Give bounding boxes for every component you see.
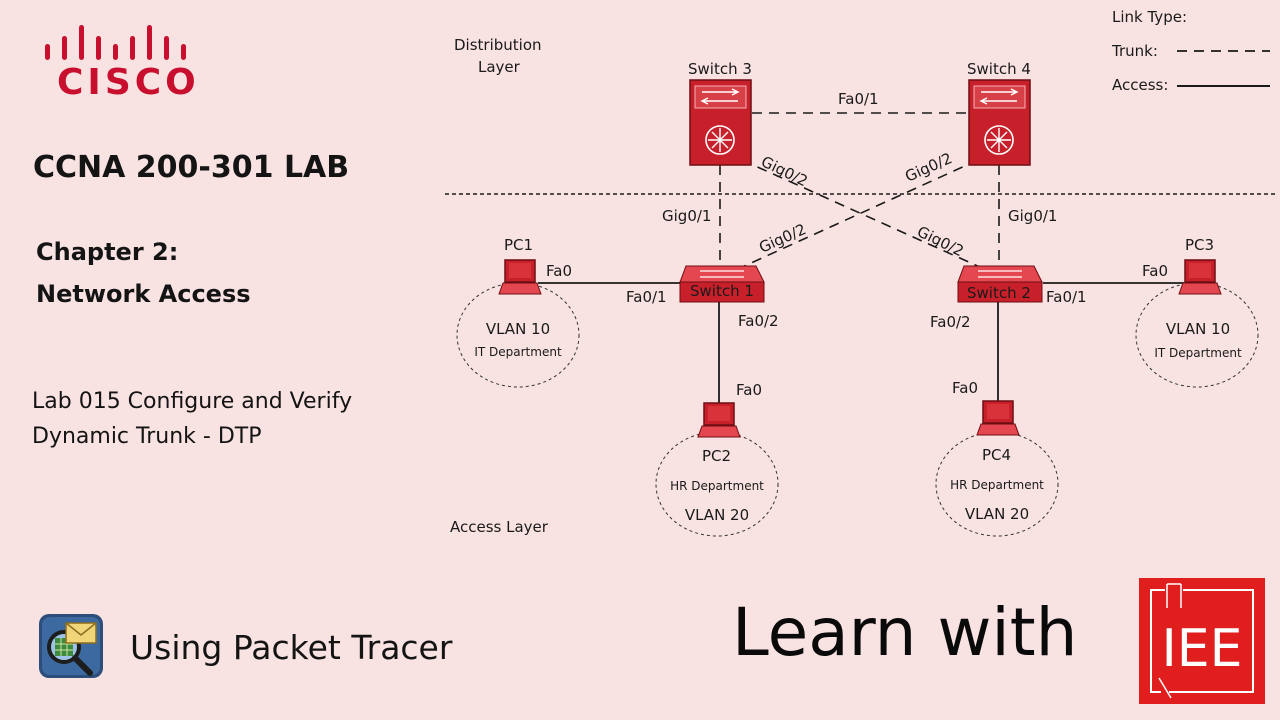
port-label-pc1: Fa0 — [546, 262, 572, 280]
pc2-department: HR Department — [670, 479, 764, 493]
trunk-link-s3-s2 — [741, 159, 983, 269]
distribution-layer-label-2: Layer — [478, 58, 521, 76]
port-label-s3-s1: Gig0/1 — [662, 207, 711, 225]
switch1-label: Switch 1 — [690, 282, 754, 300]
pc3-icon[interactable] — [1178, 259, 1222, 295]
learn-with-text: Learn with — [732, 594, 1078, 671]
port-label-s1-pc1: Fa0/1 — [626, 288, 667, 306]
port-label-s1-upper: Gig0/2 — [756, 220, 808, 257]
pc4-label: PC4 — [982, 446, 1011, 464]
port-label-s3-s4: Fa0/1 — [838, 90, 879, 108]
legend-access-label: Access: — [1112, 76, 1168, 94]
pc2-icon[interactable] — [697, 402, 741, 438]
chapter-name: Network Access — [36, 280, 251, 308]
pc4-icon[interactable] — [976, 400, 1020, 436]
switch1-icon[interactable] — [679, 265, 765, 303]
port-label-s1-pc2: Fa0/2 — [738, 312, 779, 330]
iee-logo: IEE — [1139, 578, 1265, 704]
port-label-s2-pc4: Fa0/2 — [930, 313, 971, 331]
lab-name-line2: Dynamic Trunk - DTP — [32, 424, 262, 449]
trunk-link-s4-s1 — [739, 159, 979, 269]
access-layer-label: Access Layer — [450, 518, 549, 536]
port-label-s3-s2: Gig0/2 — [758, 152, 810, 190]
distribution-layer-label: Distribution — [454, 36, 542, 54]
cisco-logo-text: CISCO — [57, 62, 200, 103]
switch2-icon[interactable] — [957, 265, 1043, 303]
pc4-department: HR Department — [950, 478, 1044, 492]
switch4-icon[interactable] — [968, 79, 1031, 166]
legend-title: Link Type: — [1112, 8, 1187, 26]
pc3-department: IT Department — [1154, 346, 1242, 360]
pc1-department: IT Department — [474, 345, 562, 359]
pc1-icon[interactable] — [498, 259, 542, 295]
packet-tracer-label: Using Packet Tracer — [130, 628, 453, 667]
cisco-bars-icon — [45, 25, 186, 60]
iee-logo-icon: IEE — [1150, 582, 1254, 699]
port-label-pc4: Fa0 — [952, 379, 978, 397]
port-label-pc2: Fa0 — [736, 381, 762, 399]
pc1-label: PC1 — [504, 236, 533, 254]
lab-name-line1: Lab 015 Configure and Verify — [32, 389, 353, 414]
pc3-label: PC3 — [1185, 236, 1214, 254]
switch2-label: Switch 2 — [967, 284, 1031, 302]
port-label-s4-s1: Gig0/2 — [902, 149, 954, 186]
lab-title: CCNA 200-301 LAB — [33, 150, 350, 185]
port-label-s2-pc3: Fa0/1 — [1046, 288, 1087, 306]
switch3-label: Switch 3 — [688, 60, 752, 78]
switch3-icon[interactable] — [689, 79, 752, 166]
legend-trunk-label: Trunk: — [1111, 42, 1158, 60]
pc3-vlan: VLAN 10 — [1166, 320, 1230, 338]
port-label-pc3: Fa0 — [1142, 262, 1168, 280]
pc1-vlan: VLAN 10 — [486, 320, 550, 338]
port-label-s2-upper: Gig0/2 — [914, 222, 966, 260]
port-label-s4-s2: Gig0/1 — [1008, 207, 1057, 225]
pc4-vlan: VLAN 20 — [965, 505, 1029, 523]
iee-logo-text: IEE — [1161, 619, 1242, 679]
pc2-label: PC2 — [702, 447, 731, 465]
switch4-label: Switch 4 — [967, 60, 1031, 78]
chapter-label: Chapter 2: — [36, 238, 179, 266]
packet-tracer-icon — [39, 614, 103, 678]
pc2-vlan: VLAN 20 — [685, 506, 749, 524]
